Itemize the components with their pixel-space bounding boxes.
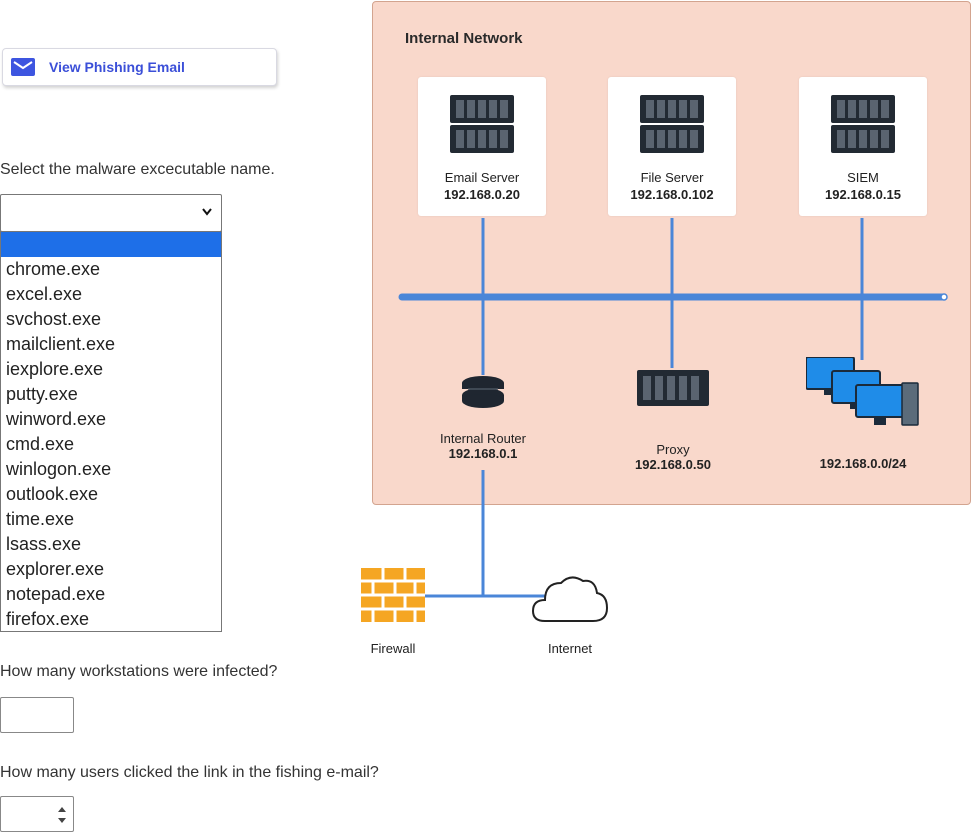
server-icon bbox=[450, 95, 514, 153]
spinner-icon[interactable] bbox=[57, 804, 67, 826]
file-server-card: File Server 192.168.0.102 bbox=[608, 77, 736, 216]
users-number-input[interactable] bbox=[0, 796, 74, 832]
file-server-name: File Server bbox=[640, 170, 704, 185]
mail-icon bbox=[11, 58, 35, 76]
view-phishing-email-button[interactable]: View Phishing Email bbox=[2, 48, 277, 86]
siem-card: SIEM 192.168.0.15 bbox=[799, 77, 927, 216]
malware-option[interactable]: notepad.exe bbox=[6, 584, 106, 604]
malware-option[interactable]: iexplore.exe bbox=[6, 359, 104, 379]
workstations-question: How many workstations were infected? bbox=[0, 663, 278, 680]
view-phishing-email-label: View Phishing Email bbox=[49, 59, 185, 75]
malware-options-list[interactable]: chrome.exe excel.exe svchost.exe mailcli… bbox=[0, 231, 222, 632]
malware-option[interactable]: firefox.exe bbox=[6, 609, 90, 629]
cloud-icon bbox=[531, 576, 609, 622]
workstations-label: 192.168.0.0/24 bbox=[800, 456, 926, 471]
users-question: How many users clicked the link in the f… bbox=[0, 764, 379, 781]
internet-label: Internet bbox=[547, 641, 593, 656]
malware-option[interactable]: explorer.exe bbox=[6, 559, 105, 579]
router-icon bbox=[462, 376, 504, 408]
router-ip: 192.168.0.1 bbox=[448, 446, 518, 461]
proxy-icon bbox=[637, 370, 709, 406]
malware-option[interactable]: winlogon.exe bbox=[6, 459, 112, 479]
malware-option[interactable]: svchost.exe bbox=[6, 309, 102, 329]
email-server-ip: 192.168.0.20 bbox=[444, 187, 520, 202]
firewall-label: Firewall bbox=[370, 641, 416, 656]
workstations-input[interactable] bbox=[0, 697, 74, 733]
router-name: Internal Router bbox=[440, 431, 526, 446]
file-server-ip: 192.168.0.102 bbox=[630, 187, 714, 202]
malware-option[interactable]: outlook.exe bbox=[6, 484, 99, 504]
malware-question: Select the malware excecutable name. bbox=[0, 161, 275, 178]
server-icon bbox=[640, 95, 704, 153]
malware-option[interactable]: putty.exe bbox=[6, 384, 78, 404]
malware-option-blank[interactable] bbox=[1, 232, 221, 257]
malware-option[interactable]: lsass.exe bbox=[6, 534, 82, 554]
email-server-card: Email Server 192.168.0.20 bbox=[418, 77, 546, 216]
malware-option[interactable]: time.exe bbox=[6, 509, 75, 529]
workstations-icon bbox=[806, 357, 919, 426]
malware-option[interactable]: excel.exe bbox=[6, 284, 83, 304]
email-server-name: Email Server bbox=[444, 170, 520, 185]
malware-select[interactable] bbox=[0, 194, 222, 232]
proxy-ip: 192.168.0.50 bbox=[635, 457, 711, 472]
workstations-ip: 192.168.0.0/24 bbox=[819, 456, 907, 471]
firewall-icon bbox=[361, 568, 425, 622]
malware-option[interactable]: mailclient.exe bbox=[6, 334, 116, 354]
chevron-down-icon bbox=[202, 208, 212, 216]
proxy-label: Proxy 192.168.0.50 bbox=[613, 442, 733, 472]
internal-network-title: Internal Network bbox=[405, 30, 523, 47]
router-label: Internal Router 192.168.0.1 bbox=[423, 431, 543, 461]
siem-name: SIEM bbox=[847, 170, 879, 185]
proxy-name: Proxy bbox=[656, 442, 690, 457]
malware-option[interactable]: chrome.exe bbox=[6, 259, 101, 279]
malware-option[interactable]: cmd.exe bbox=[6, 434, 75, 454]
server-icon bbox=[831, 95, 895, 153]
siem-ip: 192.168.0.15 bbox=[825, 187, 901, 202]
malware-option[interactable]: winword.exe bbox=[6, 409, 107, 429]
